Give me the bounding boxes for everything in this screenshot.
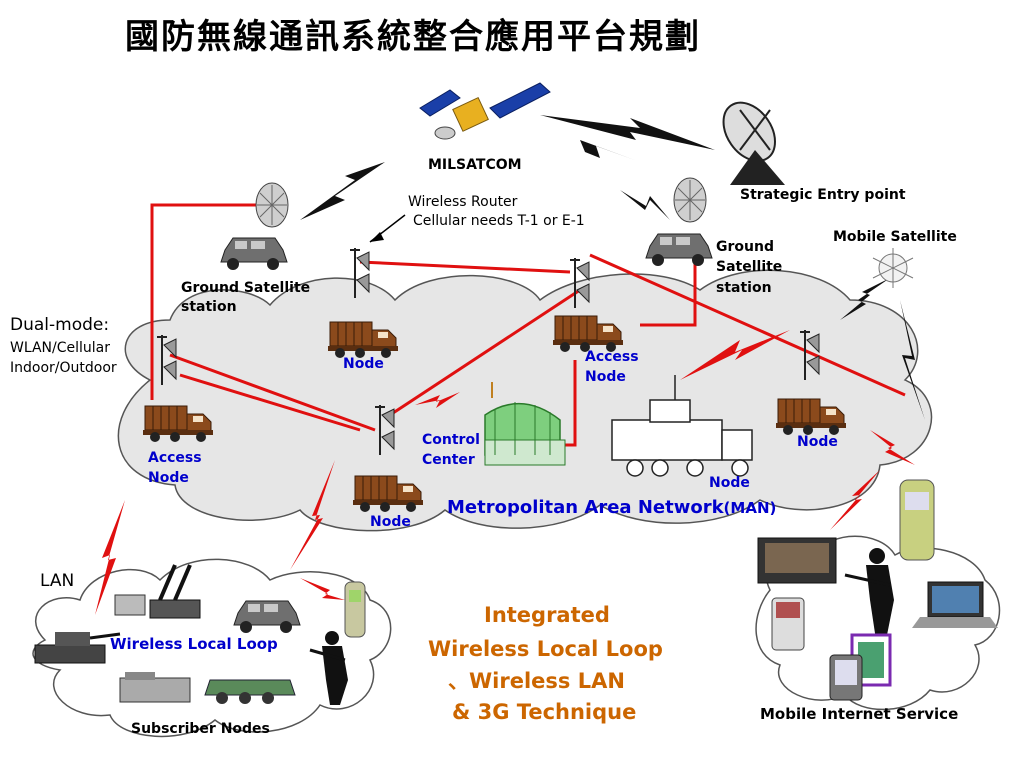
soldier-icon: [844, 548, 894, 640]
man-label: Metropolitan Area Network(MAN): [447, 497, 777, 519]
integrated-label-3: 、Wireless LAN: [448, 669, 625, 693]
node-bottom-label: Node: [370, 514, 411, 530]
control-center-label-1: Control: [422, 432, 480, 448]
ground-satellite-right-label-3: station: [716, 280, 772, 296]
cellphone-icon: [899, 479, 935, 561]
wireless-local-loop-label: Wireless Local Loop: [110, 635, 278, 653]
access-node-left-label-2: Node: [148, 470, 189, 486]
ground-satellite-left-label-1: Ground Satellite: [181, 280, 311, 296]
access-node-mid-label-2: Node: [585, 369, 626, 385]
radar-station-icon: [114, 594, 146, 616]
apc-icon: [119, 672, 191, 703]
dual-mode-label-1: Dual-mode:: [10, 315, 110, 335]
videophone-icon: [757, 537, 837, 584]
mobile-satellite-label: Mobile Satellite: [833, 229, 957, 245]
access-node-mid-label-1: Access: [585, 349, 639, 365]
control-center-icon: [484, 382, 566, 466]
subscriber-nodes-label: Subscriber Nodes: [131, 721, 270, 737]
tank-icon: [34, 632, 121, 664]
man-cloud: [117, 269, 933, 532]
wireless-links: [95, 115, 925, 615]
control-center-label-2: Center: [422, 452, 475, 468]
wireless-router-label: Wireless Router: [408, 194, 518, 210]
ground-satellite-left-label-2: station: [181, 299, 237, 315]
dual-mode-label-3: Indoor/Outdoor: [10, 360, 117, 376]
laptop-icon: [912, 581, 998, 628]
armored-vehicle-icon: [204, 679, 296, 704]
cellular-needs-label: Cellular needs T-1 or E-1: [413, 213, 585, 229]
lan-label: LAN: [40, 571, 75, 591]
integrated-label-1: Integrated: [484, 603, 610, 627]
ground-satellite-right-label-2: Satellite: [716, 259, 783, 275]
mobile-satellite-icon: [872, 248, 914, 288]
palm-icon: [829, 654, 863, 701]
missile-launcher-icon: [149, 564, 201, 619]
milsatcom-satellite-icon: [419, 82, 551, 140]
ground-satellite-left-icon: [220, 182, 289, 271]
page-title: 國防無線通訊系統整合應用平台規劃: [125, 17, 701, 57]
dual-mode-label-2: WLAN/Cellular: [10, 340, 110, 356]
ground-satellite-right-icon: [645, 177, 713, 267]
integrated-label-4: & 3G Technique: [452, 700, 637, 724]
node-far-right-label: Node: [797, 434, 838, 450]
milsatcom-label: MILSATCOM: [428, 157, 522, 173]
ground-satellite-right-label-1: Ground: [716, 239, 774, 255]
integrated-label-2: Wireless Local Loop: [428, 637, 663, 661]
node-radar-truck-label: Node: [709, 475, 750, 491]
strategic-dish-icon: [722, 101, 785, 185]
router-arrowhead: [370, 232, 384, 242]
mobile-internet-label: Mobile Internet Service: [760, 705, 959, 723]
radar-truck-icon: [611, 375, 753, 477]
access-node-left-label-1: Access: [148, 450, 202, 466]
handheld-icon: [771, 597, 805, 651]
node-top-label: Node: [343, 356, 384, 372]
man-label-suffix: (MAN): [723, 499, 777, 517]
strategic-entry-label: Strategic Entry point: [740, 187, 906, 203]
mobile-phone-icon: [344, 581, 366, 638]
man-label-text: Metropolitan Area Network: [447, 497, 724, 518]
soldier-icon: [309, 631, 348, 705]
